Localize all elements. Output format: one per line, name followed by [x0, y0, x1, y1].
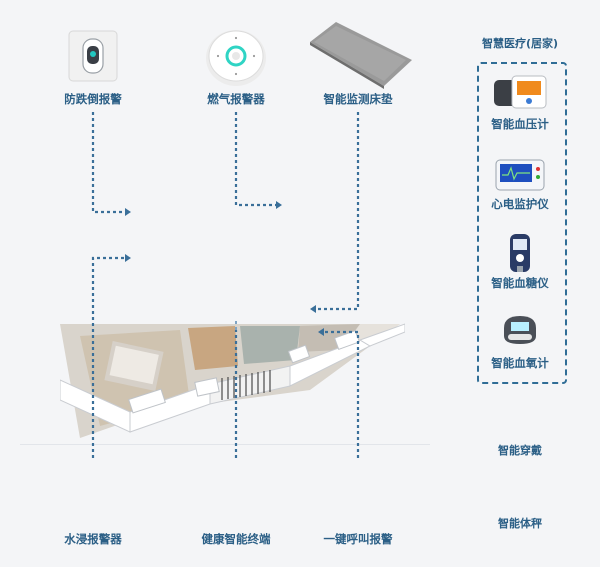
blood-pressure-label: 智能血压计 — [491, 117, 549, 131]
floor-plan-illustration — [60, 323, 405, 438]
glucose-meter-label: 智能血糖仪 — [491, 276, 549, 290]
gas-alarm-image — [206, 30, 266, 86]
medical-panel-title: 智慧医疗(居家) — [481, 37, 559, 50]
gas-alarm-label: 燃气报警器 — [207, 92, 265, 106]
health-terminal-label: 健康智能终端 — [201, 532, 271, 546]
ecg-monitor-image — [495, 159, 545, 191]
blood-pressure-monitor-image — [494, 75, 547, 109]
pulse-oximeter-label: 智能血氧计 — [491, 356, 549, 370]
pulse-oximeter-image — [504, 316, 536, 344]
ground-line — [20, 444, 430, 445]
fall-alarm-image — [68, 30, 118, 82]
bed-mat-image — [310, 22, 412, 89]
smart-scale-label: 智能体秤 — [498, 517, 542, 530]
water-alarm-label: 水浸报警器 — [64, 532, 122, 546]
glucose-meter-image — [510, 234, 530, 272]
ecg-monitor-label: 心电监护仪 — [491, 197, 549, 211]
fall-alarm-label: 防跌倒报警 — [64, 92, 122, 106]
bed-mat-label: 智能监测床垫 — [323, 92, 393, 106]
sos-alarm-label: 一键呼叫报警 — [323, 532, 393, 546]
wearable-label: 智能穿戴 — [498, 444, 542, 457]
medical-device-panel — [477, 62, 567, 384]
